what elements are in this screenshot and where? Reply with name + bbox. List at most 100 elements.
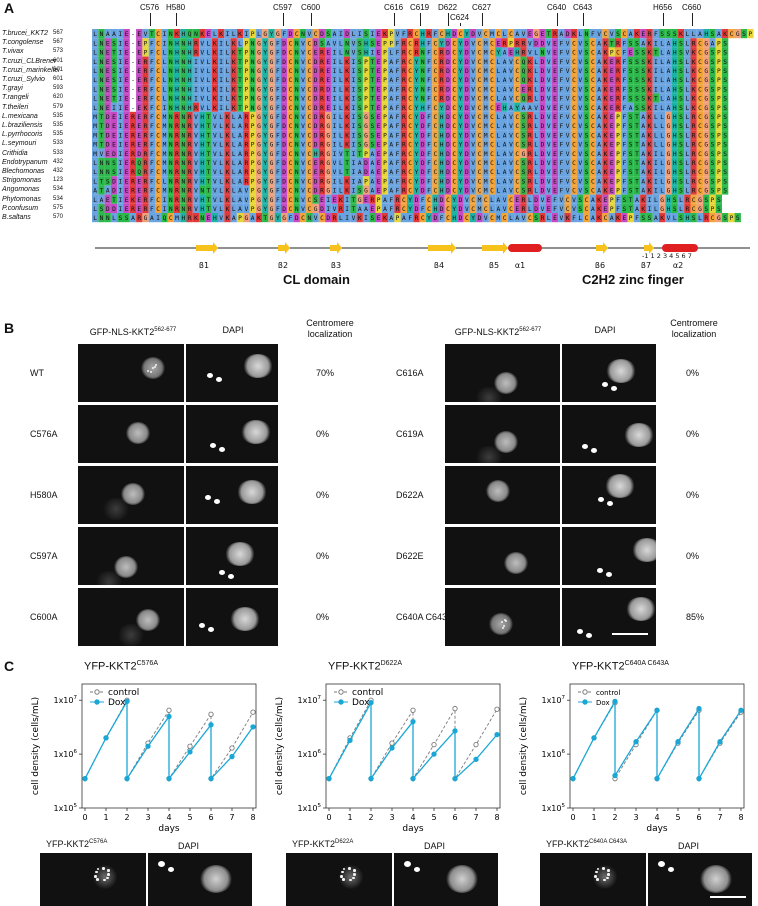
svg-text:A: A bbox=[635, 197, 639, 204]
svg-text:E: E bbox=[610, 77, 614, 84]
x-tick-label: 0 bbox=[570, 813, 575, 822]
svg-text:S: S bbox=[723, 40, 727, 47]
svg-text:K: K bbox=[528, 68, 532, 75]
svg-text:L: L bbox=[389, 50, 393, 57]
svg-text:N: N bbox=[169, 40, 173, 47]
svg-text:M: M bbox=[484, 160, 488, 167]
svg-text:C: C bbox=[591, 132, 595, 139]
svg-text:V: V bbox=[471, 114, 475, 121]
svg-text:H: H bbox=[440, 132, 444, 139]
svg-text:Y: Y bbox=[427, 215, 431, 222]
svg-text:S: S bbox=[629, 40, 633, 47]
svg-text:M: M bbox=[163, 151, 167, 158]
nucleus-signal bbox=[486, 479, 511, 502]
svg-text:L: L bbox=[496, 96, 500, 103]
svg-text:C: C bbox=[490, 40, 494, 47]
svg-text:S: S bbox=[717, 197, 721, 204]
svg-text:S: S bbox=[370, 40, 374, 47]
svg-text:L: L bbox=[163, 68, 167, 75]
svg-text:L: L bbox=[685, 31, 689, 38]
svg-text:Y: Y bbox=[452, 197, 456, 204]
svg-text:D: D bbox=[465, 188, 469, 195]
svg-text:L: L bbox=[528, 197, 532, 204]
svg-text:C: C bbox=[307, 178, 311, 185]
dox-point bbox=[410, 776, 416, 782]
svg-text:F: F bbox=[616, 206, 620, 213]
svg-text:V: V bbox=[578, 160, 582, 167]
svg-text:E: E bbox=[553, 114, 557, 121]
svg-text:D: D bbox=[541, 40, 545, 47]
svg-text:V: V bbox=[509, 68, 513, 75]
svg-text:L: L bbox=[660, 114, 664, 121]
svg-text:A: A bbox=[591, 215, 595, 222]
svg-text:S: S bbox=[660, 31, 664, 38]
svg-text:P: P bbox=[251, 114, 255, 121]
svg-text:S: S bbox=[641, 86, 645, 93]
svg-text:C: C bbox=[408, 169, 412, 176]
svg-text:P: P bbox=[383, 105, 387, 112]
svg-text:P: P bbox=[364, 77, 368, 84]
svg-text:P: P bbox=[364, 178, 368, 185]
svg-text:I: I bbox=[118, 68, 122, 75]
micrograph-yfp-label: YFP-KKT2D622A bbox=[292, 839, 353, 849]
svg-text:R: R bbox=[415, 215, 419, 222]
svg-text:F: F bbox=[150, 169, 154, 176]
svg-text:E: E bbox=[553, 50, 557, 57]
svg-text:R: R bbox=[528, 188, 532, 195]
svg-text:G: G bbox=[257, 132, 261, 139]
kinetochore-dot bbox=[95, 870, 98, 874]
svg-text:A: A bbox=[667, 59, 671, 66]
svg-text:A: A bbox=[496, 197, 500, 204]
svg-text:E: E bbox=[125, 197, 129, 204]
svg-text:E: E bbox=[610, 151, 614, 158]
svg-text:F: F bbox=[622, 68, 626, 75]
svg-text:H: H bbox=[673, 178, 677, 185]
svg-text:R: R bbox=[320, 114, 324, 121]
svg-text:A: A bbox=[503, 50, 507, 57]
svg-text:V: V bbox=[471, 50, 475, 57]
svg-text:L: L bbox=[660, 86, 664, 93]
dox-point bbox=[368, 776, 374, 782]
x-tick-label: 5 bbox=[675, 813, 680, 822]
svg-text:G: G bbox=[314, 206, 318, 213]
svg-text:C: C bbox=[616, 50, 620, 57]
chart-title: YFP-KKT2C640A C643A bbox=[572, 660, 669, 673]
svg-text:H: H bbox=[314, 151, 318, 158]
svg-text:I: I bbox=[352, 77, 356, 84]
svg-text:F: F bbox=[282, 31, 286, 38]
svg-text:V: V bbox=[547, 105, 551, 112]
mutation-label: C660 bbox=[682, 3, 702, 12]
svg-text:T: T bbox=[100, 123, 104, 130]
svg-text:C: C bbox=[698, 188, 702, 195]
svg-text:G: G bbox=[257, 114, 261, 121]
svg-text:F: F bbox=[421, 206, 425, 213]
svg-text:D: D bbox=[541, 169, 545, 176]
svg-text:V: V bbox=[471, 96, 475, 103]
svg-text:Y: Y bbox=[459, 50, 463, 57]
background-cell bbox=[93, 570, 124, 585]
svg-text:S: S bbox=[641, 105, 645, 112]
svg-text:N: N bbox=[100, 68, 104, 75]
svg-text:A: A bbox=[389, 178, 393, 185]
dox-point bbox=[633, 739, 639, 745]
svg-text:K: K bbox=[648, 160, 652, 167]
svg-text:F: F bbox=[427, 151, 431, 158]
svg-text:A: A bbox=[641, 123, 645, 130]
x-tick-label: 8 bbox=[494, 813, 499, 822]
svg-text:R: R bbox=[528, 151, 532, 158]
svg-text:C: C bbox=[452, 123, 456, 130]
svg-text:N: N bbox=[106, 169, 110, 176]
svg-text:V: V bbox=[578, 68, 582, 75]
svg-text:I: I bbox=[219, 105, 223, 112]
dox-point bbox=[410, 719, 416, 725]
svg-text:L: L bbox=[207, 68, 211, 75]
svg-text:G: G bbox=[698, 197, 702, 204]
svg-text:C: C bbox=[156, 169, 160, 176]
svg-text:C: C bbox=[698, 151, 702, 158]
svg-text:K: K bbox=[226, 178, 230, 185]
svg-text:S: S bbox=[112, 40, 116, 47]
kinetoplast bbox=[218, 570, 225, 576]
ss-label: α1 bbox=[515, 261, 525, 268]
svg-text:P: P bbox=[144, 40, 148, 47]
y-tick-label: 1x106 bbox=[541, 749, 565, 759]
